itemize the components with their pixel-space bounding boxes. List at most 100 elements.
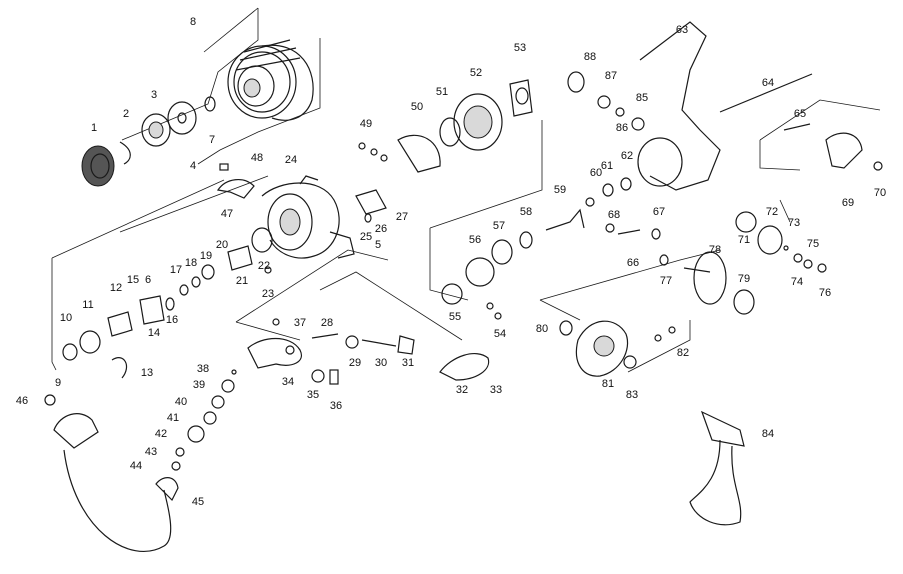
- part-label-87: 87: [604, 70, 618, 82]
- part-label-33: 33: [489, 384, 503, 396]
- part-label-60: 60: [589, 167, 603, 179]
- bail-arm-parts: [216, 163, 255, 199]
- part-label-62: 62: [620, 150, 634, 162]
- part-label-83: 83: [625, 389, 639, 401]
- part-label-73: 73: [787, 217, 801, 229]
- part-label-79: 79: [737, 273, 751, 285]
- part-label-1: 1: [90, 122, 98, 134]
- line-roller-parts: [247, 189, 490, 385]
- part-label-29: 29: [348, 357, 362, 369]
- part-label-43: 43: [144, 446, 158, 458]
- part-label-69: 69: [841, 197, 855, 209]
- part-label-81: 81: [601, 378, 615, 390]
- spool-small-parts: [81, 96, 216, 187]
- part-label-44: 44: [129, 460, 143, 472]
- part-label-23: 23: [261, 288, 275, 300]
- body-and-gear: [567, 21, 883, 315]
- part-label-48: 48: [250, 152, 264, 164]
- part-label-78: 78: [708, 244, 722, 256]
- part-label-30: 30: [374, 357, 388, 369]
- part-label-64: 64: [761, 77, 775, 89]
- part-label-11: 11: [82, 299, 94, 311]
- part-label-37: 37: [293, 317, 307, 329]
- part-label-67: 67: [652, 206, 666, 218]
- part-label-49: 49: [359, 118, 373, 130]
- part-label-57: 57: [492, 220, 506, 232]
- part-label-68: 68: [607, 209, 621, 221]
- part-label-25: 25: [359, 231, 373, 243]
- main-shaft-stack: [62, 227, 273, 379]
- part-label-6: 6: [144, 274, 152, 286]
- part-label-42: 42: [154, 428, 168, 440]
- part-label-19: 19: [199, 250, 213, 262]
- part-label-18: 18: [184, 257, 198, 269]
- part-label-40: 40: [174, 396, 188, 408]
- part-label-63: 63: [675, 24, 689, 36]
- part-label-51: 51: [435, 86, 449, 98]
- part-label-14: 14: [147, 327, 161, 339]
- part-label-46: 46: [15, 395, 29, 407]
- part-label-17: 17: [169, 264, 183, 276]
- part-label-85: 85: [635, 92, 649, 104]
- part-label-66: 66: [626, 257, 640, 269]
- part-label-12: 12: [109, 282, 123, 294]
- part-label-50: 50: [410, 101, 424, 113]
- part-label-76: 76: [818, 287, 832, 299]
- part-label-15: 15: [126, 274, 140, 286]
- part-label-55: 55: [448, 311, 462, 323]
- oscillation-parts: [358, 79, 585, 320]
- part-label-77: 77: [659, 275, 673, 287]
- part-label-72: 72: [765, 206, 779, 218]
- guide-lines: [51, 7, 881, 373]
- part-label-5: 5: [374, 239, 382, 251]
- part-label-58: 58: [519, 206, 533, 218]
- part-label-26: 26: [374, 223, 388, 235]
- part-label-27: 27: [395, 211, 409, 223]
- part-label-8: 8: [189, 16, 197, 28]
- part-label-71: 71: [737, 234, 751, 246]
- part-label-24: 24: [284, 154, 298, 166]
- part-label-74: 74: [790, 276, 804, 288]
- part-label-13: 13: [140, 367, 154, 379]
- part-label-3: 3: [150, 89, 158, 101]
- part-label-22: 22: [257, 260, 271, 272]
- part-label-32: 32: [455, 384, 469, 396]
- part-label-7: 7: [208, 134, 216, 146]
- side-cover-and-handle: [559, 320, 745, 526]
- part-label-53: 53: [513, 42, 527, 54]
- part-label-28: 28: [320, 317, 334, 329]
- part-label-38: 38: [196, 363, 210, 375]
- part-label-88: 88: [583, 51, 597, 63]
- part-label-35: 35: [306, 389, 320, 401]
- spool-assembly: [227, 39, 314, 121]
- part-label-21: 21: [235, 275, 249, 287]
- part-label-4: 4: [189, 160, 197, 172]
- part-label-31: 31: [401, 357, 415, 369]
- part-label-47: 47: [220, 208, 234, 220]
- part-label-82: 82: [676, 347, 690, 359]
- part-label-39: 39: [192, 379, 206, 391]
- bail-wire: [44, 369, 237, 552]
- part-label-56: 56: [468, 234, 482, 246]
- part-label-34: 34: [281, 376, 295, 388]
- part-label-54: 54: [493, 328, 507, 340]
- part-label-59: 59: [553, 184, 567, 196]
- part-label-45: 45: [191, 496, 205, 508]
- part-label-61: 61: [600, 160, 614, 172]
- part-label-65: 65: [793, 108, 807, 120]
- part-label-41: 41: [166, 412, 180, 424]
- part-label-84: 84: [761, 428, 775, 440]
- part-label-20: 20: [215, 239, 229, 251]
- part-label-70: 70: [873, 187, 887, 199]
- part-label-2: 2: [122, 108, 130, 120]
- part-label-52: 52: [469, 67, 483, 79]
- part-label-86: 86: [615, 122, 629, 134]
- rotor: [261, 175, 355, 259]
- part-label-9: 9: [54, 377, 62, 389]
- part-label-10: 10: [59, 312, 73, 324]
- part-label-75: 75: [806, 238, 820, 250]
- part-label-16: 16: [165, 314, 179, 326]
- part-label-80: 80: [535, 323, 549, 335]
